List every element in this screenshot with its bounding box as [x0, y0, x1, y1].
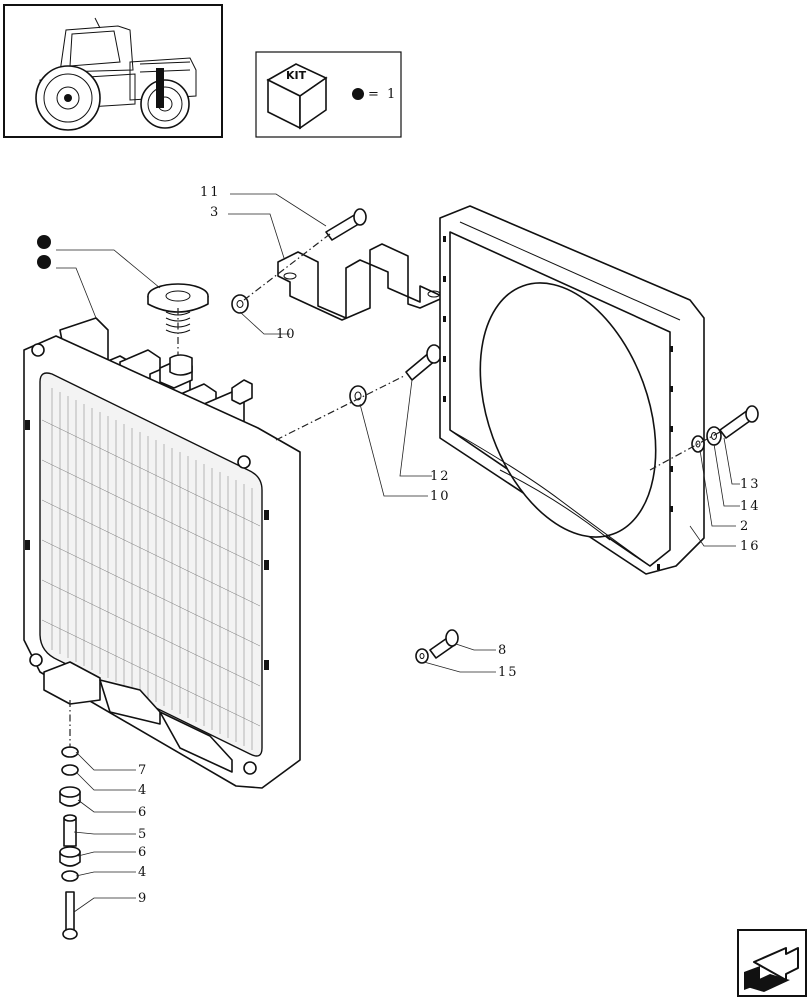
screw-12[interactable] — [405, 344, 442, 381]
screw-11[interactable] — [325, 208, 367, 241]
callout-10-middle[interactable]: 10 — [430, 489, 451, 504]
radiator[interactable] — [23, 317, 301, 789]
callouts: 11 3 10 12 10 13 14 2 16 8 15 7 4 6 5 6 … — [138, 185, 761, 906]
screw-13[interactable] — [719, 405, 759, 439]
bracket[interactable] — [277, 243, 457, 321]
fan-shroud[interactable] — [439, 205, 705, 575]
tractor-thumbnail[interactable] — [3, 4, 223, 138]
kit-legend: KIT = 1 — [255, 51, 402, 138]
callout-9[interactable]: 9 — [138, 891, 148, 906]
screw-8[interactable] — [429, 629, 459, 659]
kit-marker-dot — [37, 255, 51, 269]
radiator-cap[interactable] — [147, 283, 209, 376]
callout-12[interactable]: 12 — [430, 469, 451, 484]
arrow-icon — [744, 947, 799, 992]
kit-label: KIT — [286, 69, 307, 82]
next-page-button[interactable] — [737, 929, 807, 997]
callout-4-lower[interactable]: 4 — [138, 865, 148, 880]
tractor-icon — [35, 17, 197, 131]
callout-4-upper[interactable]: 4 — [138, 783, 148, 798]
callout-8[interactable]: 8 — [498, 643, 508, 658]
callout-11[interactable]: 11 — [200, 185, 221, 200]
callout-14[interactable]: 14 — [740, 499, 761, 514]
radiator-fins — [41, 388, 261, 750]
cube-icon — [266, 63, 328, 130]
washer-14[interactable] — [706, 426, 722, 446]
callout-16[interactable]: 16 — [740, 539, 761, 554]
callout-7[interactable]: 7 — [138, 763, 148, 778]
callout-3[interactable]: 3 — [210, 205, 220, 220]
washer-10-upper[interactable] — [231, 294, 249, 314]
kit-marker-dot — [37, 235, 51, 249]
leader-lines — [56, 193, 740, 913]
assembly-axes — [69, 233, 721, 748]
callout-10-upper[interactable]: 10 — [276, 327, 297, 342]
callout-5[interactable]: 5 — [138, 827, 148, 842]
washer-15[interactable] — [415, 648, 429, 664]
callout-2[interactable]: 2 — [740, 519, 750, 534]
callout-13[interactable]: 13 — [740, 477, 761, 492]
kit-dot-icon — [352, 88, 364, 100]
washer-7[interactable] — [61, 746, 79, 758]
washer-4-upper[interactable] — [61, 764, 79, 776]
washer-4-lower[interactable] — [61, 870, 79, 882]
callout-15[interactable]: 15 — [498, 665, 519, 680]
bolt-9[interactable] — [62, 891, 78, 940]
rubber-mount-6-lower[interactable] — [59, 846, 81, 867]
rubber-mount-6-upper[interactable] — [59, 786, 81, 807]
callout-6-lower[interactable]: 6 — [138, 845, 148, 860]
callout-6-upper[interactable]: 6 — [138, 805, 148, 820]
kit-quantity: = 1 — [368, 87, 397, 102]
spacer-5[interactable] — [63, 814, 77, 847]
